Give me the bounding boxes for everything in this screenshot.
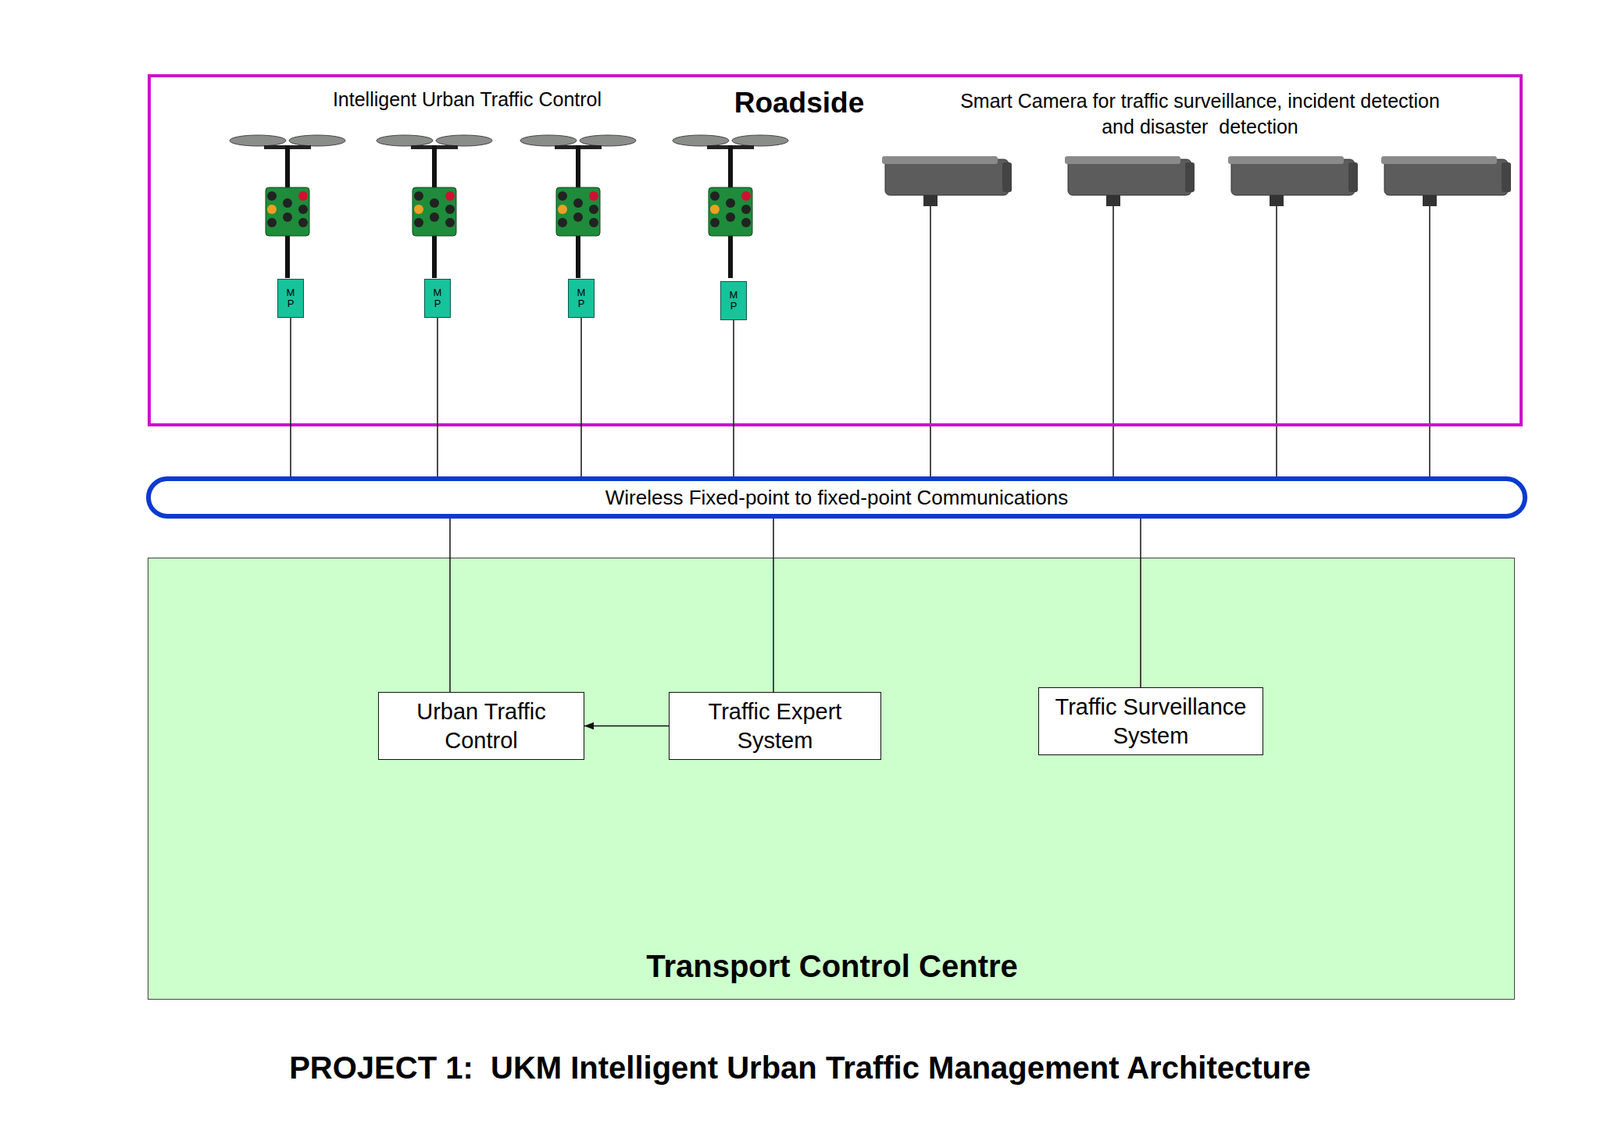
mp-box: M P — [277, 278, 304, 318]
traffic-light — [376, 135, 493, 279]
node-label: M P — [576, 287, 586, 311]
link-line — [580, 317, 583, 477]
process-box: Urban Traffic Control — [378, 692, 585, 761]
link-line — [436, 317, 439, 477]
node-label: Transport Control Centre — [148, 949, 1516, 985]
roadside-region: Roadside Intelligent Urban Traffic Contro… — [147, 74, 1523, 427]
node-sublabel: Intelligent Urban Traffic Control — [271, 88, 663, 111]
traffic-light — [672, 135, 789, 279]
link-line — [732, 320, 735, 477]
node-label: Roadside — [682, 86, 917, 120]
smart-camera — [1228, 156, 1358, 479]
mp-box: M P — [567, 278, 595, 318]
smart-camera — [882, 156, 1012, 479]
node-label: Wireless Fixed-point to fixed-point Comm… — [605, 485, 1068, 511]
mp-box: M P — [424, 278, 451, 318]
process-box: Traffic Surveillance System — [1038, 687, 1264, 756]
smart-camera — [1064, 156, 1195, 479]
node-label: Traffic Surveillance System — [1042, 692, 1260, 750]
node-label: Traffic Expert System — [672, 697, 878, 755]
process-box: Traffic Expert System — [668, 692, 882, 761]
node-label: M P — [285, 287, 296, 311]
traffic-light — [229, 135, 346, 279]
figure-caption: PROJECT 1: UKM Intelligent Urban Traffic… — [0, 1050, 1600, 1086]
link-line — [289, 317, 292, 477]
mp-box: M P — [720, 281, 747, 321]
communication-band: Wireless Fixed-point to fixed-point Comm… — [146, 476, 1528, 519]
smart-camera — [1381, 156, 1511, 479]
node-label: Urban Traffic Control — [382, 697, 581, 755]
node-label: M P — [432, 287, 443, 311]
control-centre-region: Transport Control Centre Urban Traffic Co… — [147, 557, 1515, 1000]
node-label: M P — [728, 289, 739, 313]
node-sublabel: Smart Camera for traffic surveillance, i… — [950, 88, 1450, 140]
traffic-light — [520, 135, 636, 279]
